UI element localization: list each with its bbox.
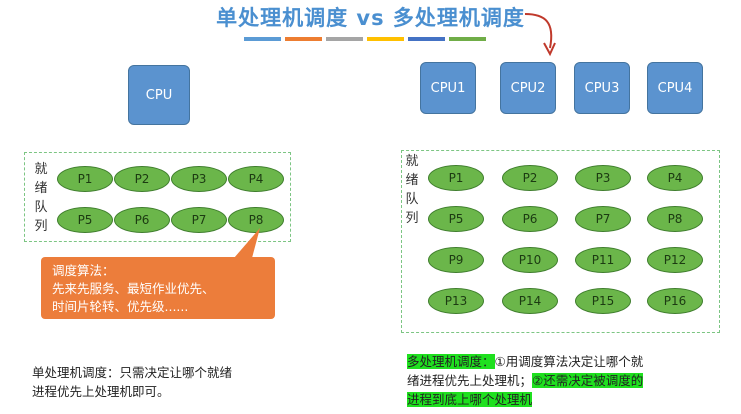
process-p13: P13 [428, 288, 484, 314]
process-p8: P8 [228, 207, 284, 233]
process-p8: P8 [647, 206, 703, 232]
process-p4: P4 [228, 166, 284, 192]
stripe-segment [244, 37, 281, 41]
cpu3: CPU3 [574, 62, 630, 114]
process-p7: P7 [575, 206, 631, 232]
cpu2: CPU2 [500, 62, 556, 114]
stripe-segment [449, 37, 486, 41]
cpu1: CPU1 [420, 62, 476, 114]
process-p2: P2 [502, 165, 558, 191]
callout-pointer [234, 228, 260, 258]
page-title: 单处理机调度 vs 多处理机调度 [216, 6, 525, 30]
single-queue-label: 就 绪 队 列 [34, 162, 48, 234]
stripe-segment [367, 37, 404, 41]
process-p9: P9 [428, 247, 484, 273]
process-p3: P3 [171, 166, 227, 192]
callout-text: 调度算法： 先来先服务、最短作业优先、 时间片轮转、优先级...... [52, 263, 215, 314]
process-p7: P7 [171, 207, 227, 233]
arrow-icon [524, 13, 556, 57]
process-p14: P14 [502, 288, 558, 314]
process-p12: P12 [647, 247, 703, 273]
process-p1: P1 [57, 166, 113, 192]
stripe-segment [408, 37, 445, 41]
scheduling-algorithm-callout [41, 257, 275, 319]
process-p6: P6 [502, 206, 558, 232]
process-p2: P2 [114, 166, 170, 192]
process-p5: P5 [428, 206, 484, 232]
process-p5: P5 [57, 207, 113, 233]
multi-ready-queue [401, 150, 720, 333]
multi-queue-label: 就 绪 队 列 [405, 154, 419, 226]
stripe-segment [326, 37, 363, 41]
cpu4: CPU4 [647, 62, 703, 114]
process-p6: P6 [114, 207, 170, 233]
single-ready-queue [24, 152, 291, 242]
process-p3: P3 [575, 165, 631, 191]
process-p10: P10 [502, 247, 558, 273]
process-p16: P16 [647, 288, 703, 314]
process-p1: P1 [428, 165, 484, 191]
single-note: 单处理机调度：只需决定让哪个就绪 进程优先上处理机即可。 [32, 365, 233, 399]
process-p11: P11 [575, 247, 631, 273]
single-cpu: CPU [128, 65, 190, 125]
multi-note: 多处理机调度：①用调度算法决定让哪个就 绪进程优先上处理机；②还需决定被调度的 … [407, 354, 644, 407]
process-p4: P4 [647, 165, 703, 191]
stripe-segment [285, 37, 322, 41]
process-p15: P15 [575, 288, 631, 314]
